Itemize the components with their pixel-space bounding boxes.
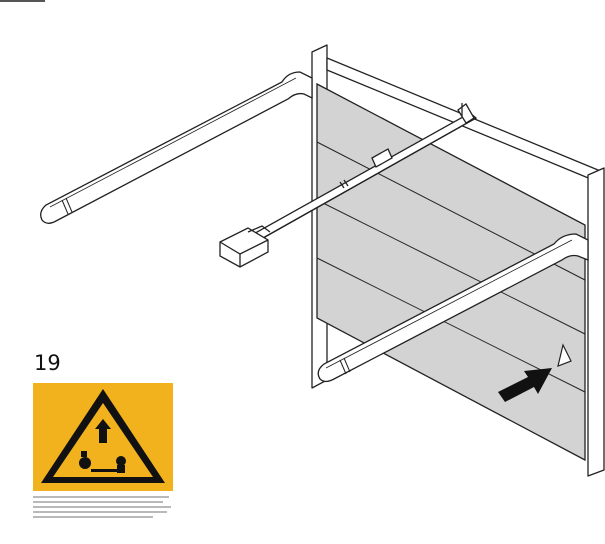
rail-carriage — [371, 148, 393, 168]
frame-right-post — [587, 167, 605, 477]
left-track — [40, 71, 313, 224]
motor-unit — [219, 225, 271, 268]
panel-seam — [316, 199, 586, 335]
door-panel — [316, 82, 586, 462]
door-surface — [316, 82, 586, 462]
step-number: 19 — [34, 351, 61, 375]
right-track — [317, 233, 589, 383]
warning-fine-print — [33, 493, 173, 529]
top-left-rule — [0, 0, 45, 2]
hazard-pictogram — [79, 419, 126, 473]
warning-label — [33, 383, 173, 491]
push-arrow-icon — [498, 368, 552, 402]
warning-triangle-icon — [41, 389, 165, 483]
triangle-handle-icon — [557, 343, 572, 367]
